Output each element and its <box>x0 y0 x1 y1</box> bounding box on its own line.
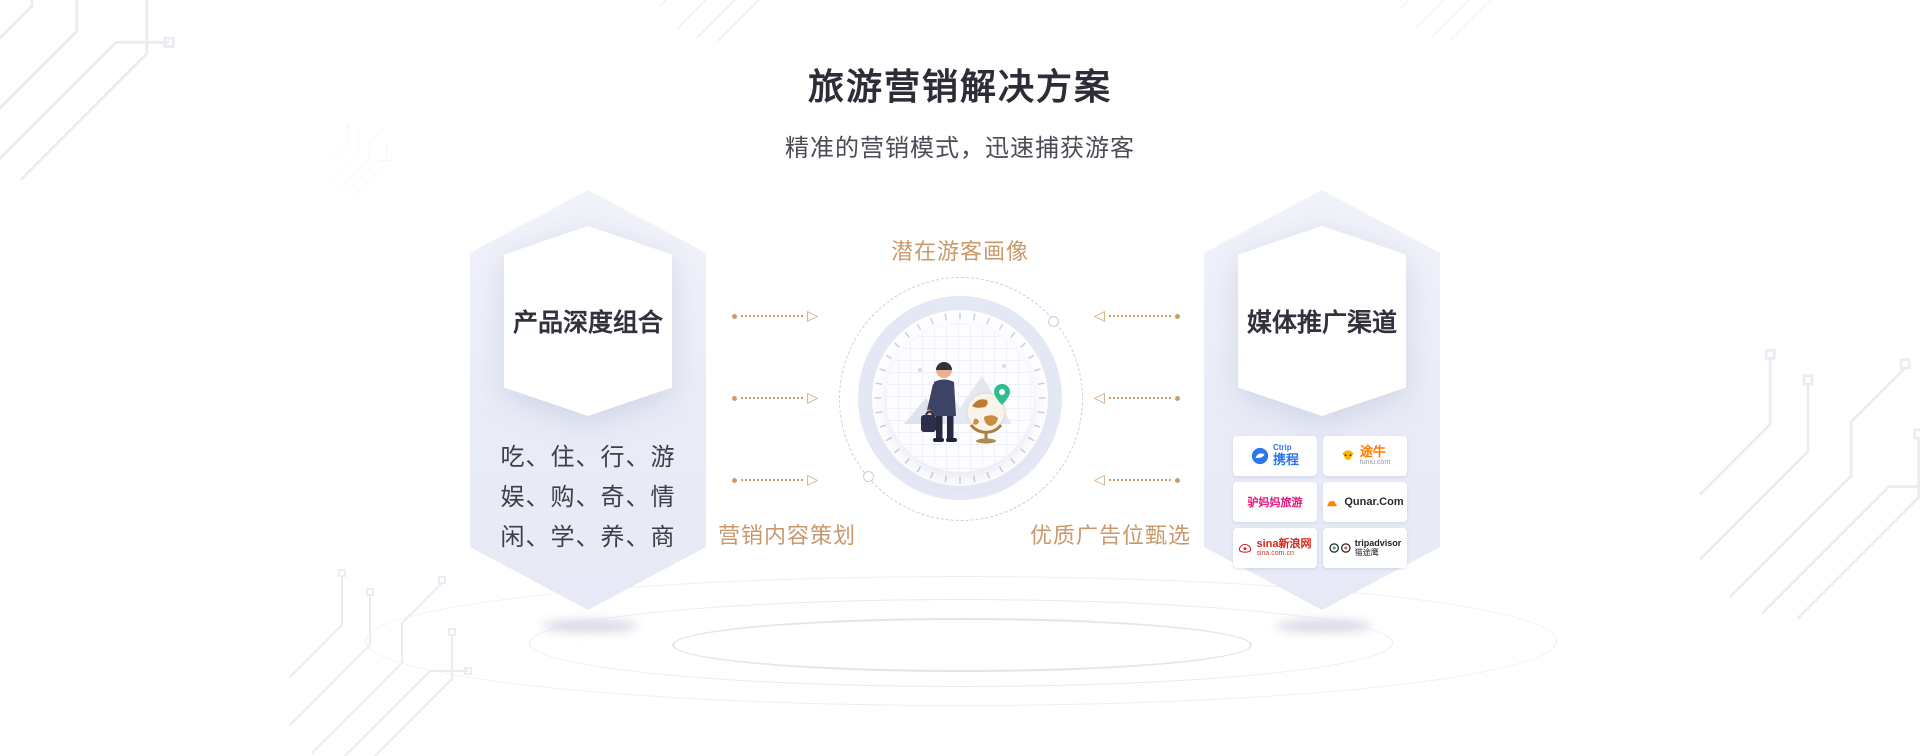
dial-dashed-ring <box>839 277 1083 521</box>
arrow-dotted-line <box>1108 397 1171 399</box>
triangle-left-icon: ◁ <box>1094 471 1105 487</box>
list-item: 吃、住、行、游 <box>500 444 676 471</box>
ctrip-label: 携程 <box>1272 452 1299 468</box>
logo-qunar: Qunar.Com <box>1323 482 1407 522</box>
right-hexagon-inner-shape: 媒体推广渠道 <box>1238 226 1406 416</box>
arrow-dotted-line <box>741 315 804 317</box>
left-card-list: 吃、住、行、游 娱、购、奇、情 闲、学、养、商 <box>470 438 706 558</box>
ripple-ellipse-inner <box>672 618 1252 672</box>
triangle-right-icon: ▷ <box>807 471 818 487</box>
flow-arrow-right-1: ◁ <box>1094 307 1180 323</box>
left-hexagon-inner: 产品深度组合 <box>504 226 672 416</box>
arrow-dot <box>1175 313 1180 319</box>
left-hexagon-inner-shape: 产品深度组合 <box>504 226 672 416</box>
ripple-ellipse-outer <box>365 576 1557 706</box>
media-logos-grid: Ctrip 携程 途牛 tuniu.com 驴妈妈旅游 Qunar.Com <box>1233 436 1407 568</box>
qunar-label: Qunar.Com <box>1344 496 1404 508</box>
section-title: 旅游营销解决方案 <box>807 66 1112 107</box>
arrow-dot <box>732 395 737 401</box>
arrow-dotted-line <box>741 479 804 481</box>
arrow-dotted-line <box>1108 479 1171 481</box>
triangle-right-icon: ▷ <box>807 389 818 405</box>
section-subtitle: 精准的营销模式，迅速捕获游客 <box>785 135 1135 162</box>
tripadvisor-label: tripadvisor <box>1354 537 1402 548</box>
ctrip-icon <box>1251 447 1269 465</box>
right-hexagon-shadow <box>1276 620 1372 632</box>
tripadvisor-owl-icon <box>1329 543 1351 553</box>
sina-domain-label: sina.com.cn <box>1256 550 1294 558</box>
lvmama-label: 驴妈妈旅游 <box>1247 497 1303 509</box>
traveler-globe-illustration <box>904 362 1012 444</box>
dial-marker-dot <box>1048 316 1059 327</box>
logo-ctrip: Ctrip 携程 <box>1233 436 1317 476</box>
flow-arrow-right-2: ◁ <box>1094 389 1180 405</box>
left-hexagon-shadow <box>542 620 638 632</box>
sina-label: sina新浪网 <box>1256 538 1312 551</box>
triangle-left-icon: ◁ <box>1094 389 1105 405</box>
triangle-right-icon: ▷ <box>807 307 818 323</box>
arrow-dot <box>732 477 737 483</box>
label-marketing-content-planning: 营销内容策划 <box>718 523 857 548</box>
dial-tick-marks <box>874 312 1046 484</box>
flow-arrow-left-3: ▷ <box>732 471 818 487</box>
triangle-left-icon: ◁ <box>1094 307 1105 323</box>
logo-sina: sina新浪网 sina.com.cn <box>1233 528 1317 568</box>
traveler-illustration-circle <box>886 324 1034 472</box>
right-hexagon-inner: 媒体推广渠道 <box>1238 226 1406 416</box>
tripadvisor-cn-label: 猫途鹰 <box>1354 547 1379 557</box>
flow-arrow-left-2: ▷ <box>732 389 818 405</box>
tuniu-bull-icon <box>1340 448 1356 464</box>
flow-arrow-left-1: ▷ <box>732 307 818 323</box>
ripple-ellipse-middle <box>529 599 1393 687</box>
sina-eye-icon <box>1238 541 1252 555</box>
logo-lvmama: 驴妈妈旅游 <box>1233 482 1317 522</box>
arrow-dotted-line <box>1108 315 1171 317</box>
right-card-title: 媒体推广渠道 <box>1246 309 1397 337</box>
logo-tripadvisor: tripadvisor 猫途鹰 <box>1323 528 1407 568</box>
list-item: 闲、学、养、商 <box>500 524 676 551</box>
left-card-title: 产品深度组合 <box>512 309 663 337</box>
list-item: 娱、购、奇、情 <box>500 484 676 511</box>
label-premium-ad-slot-selection: 优质广告位甄选 <box>1030 523 1192 548</box>
ctrip-en-label: Ctrip <box>1272 443 1292 453</box>
arrow-dotted-line <box>741 397 804 399</box>
label-potential-tourist-profile: 潜在游客画像 <box>890 239 1029 264</box>
logo-tuniu: 途牛 tuniu.com <box>1323 436 1407 476</box>
arrow-dot <box>1175 477 1180 483</box>
tuniu-domain-label: tuniu.com <box>1359 459 1391 467</box>
qunar-camel-icon <box>1326 496 1340 508</box>
tuniu-label: 途牛 <box>1359 444 1386 459</box>
arrow-dot <box>732 313 737 319</box>
arrow-dot <box>1175 395 1180 401</box>
dial-marker-dot <box>863 471 874 482</box>
flow-arrow-right-3: ◁ <box>1094 471 1180 487</box>
